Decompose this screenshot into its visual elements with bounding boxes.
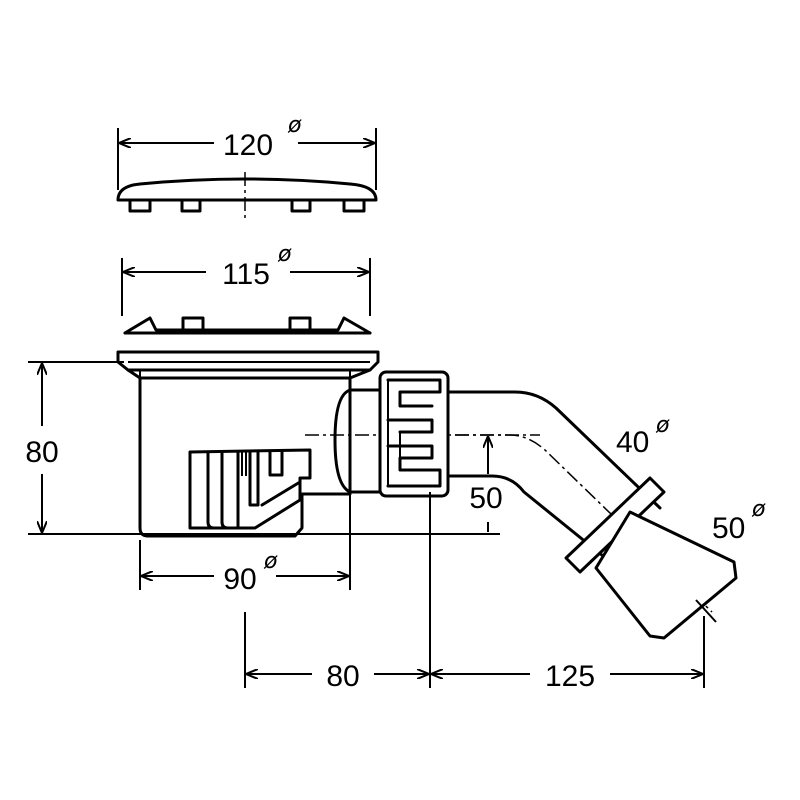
dimension-label-90: 90 <box>223 563 256 596</box>
diameter-symbol: ø <box>655 413 670 438</box>
diameter-symbol: ø <box>263 549 278 574</box>
dimension-body-90: 90 ø <box>139 494 351 596</box>
dimension-label-50-height: 50 <box>469 482 502 515</box>
diameter-symbol: ø <box>751 497 766 522</box>
dimension-pipe-50: 50 ø <box>712 497 766 545</box>
dimension-label-115: 115 <box>222 258 270 291</box>
dimension-offset-80: 80 <box>244 492 431 693</box>
dimension-label-80-height: 80 <box>25 436 58 469</box>
dimension-length-125: 125 <box>432 616 705 693</box>
dimension-label-40: 40 <box>616 426 649 459</box>
diameter-symbol: ø <box>277 242 292 267</box>
drain-grate <box>123 316 372 335</box>
dimension-grate-115: 115 ø <box>121 242 371 316</box>
dimension-pipe-40: 40 ø <box>616 413 670 459</box>
diameter-symbol: ø <box>287 113 302 138</box>
dimension-label-120: 120 <box>223 129 273 162</box>
dimension-label-50-pipe: 50 <box>712 512 745 545</box>
elbow-pipe <box>446 390 738 640</box>
drain-body <box>116 350 380 538</box>
dimension-label-80-offset: 80 <box>326 660 359 693</box>
dimension-label-125: 125 <box>545 660 595 693</box>
dimension-cover-120: 120 ø <box>117 113 377 190</box>
dimension-outlet-50: 50 <box>469 437 503 532</box>
dimension-height-80: 80 <box>25 361 500 535</box>
drain-cover <box>116 172 378 222</box>
